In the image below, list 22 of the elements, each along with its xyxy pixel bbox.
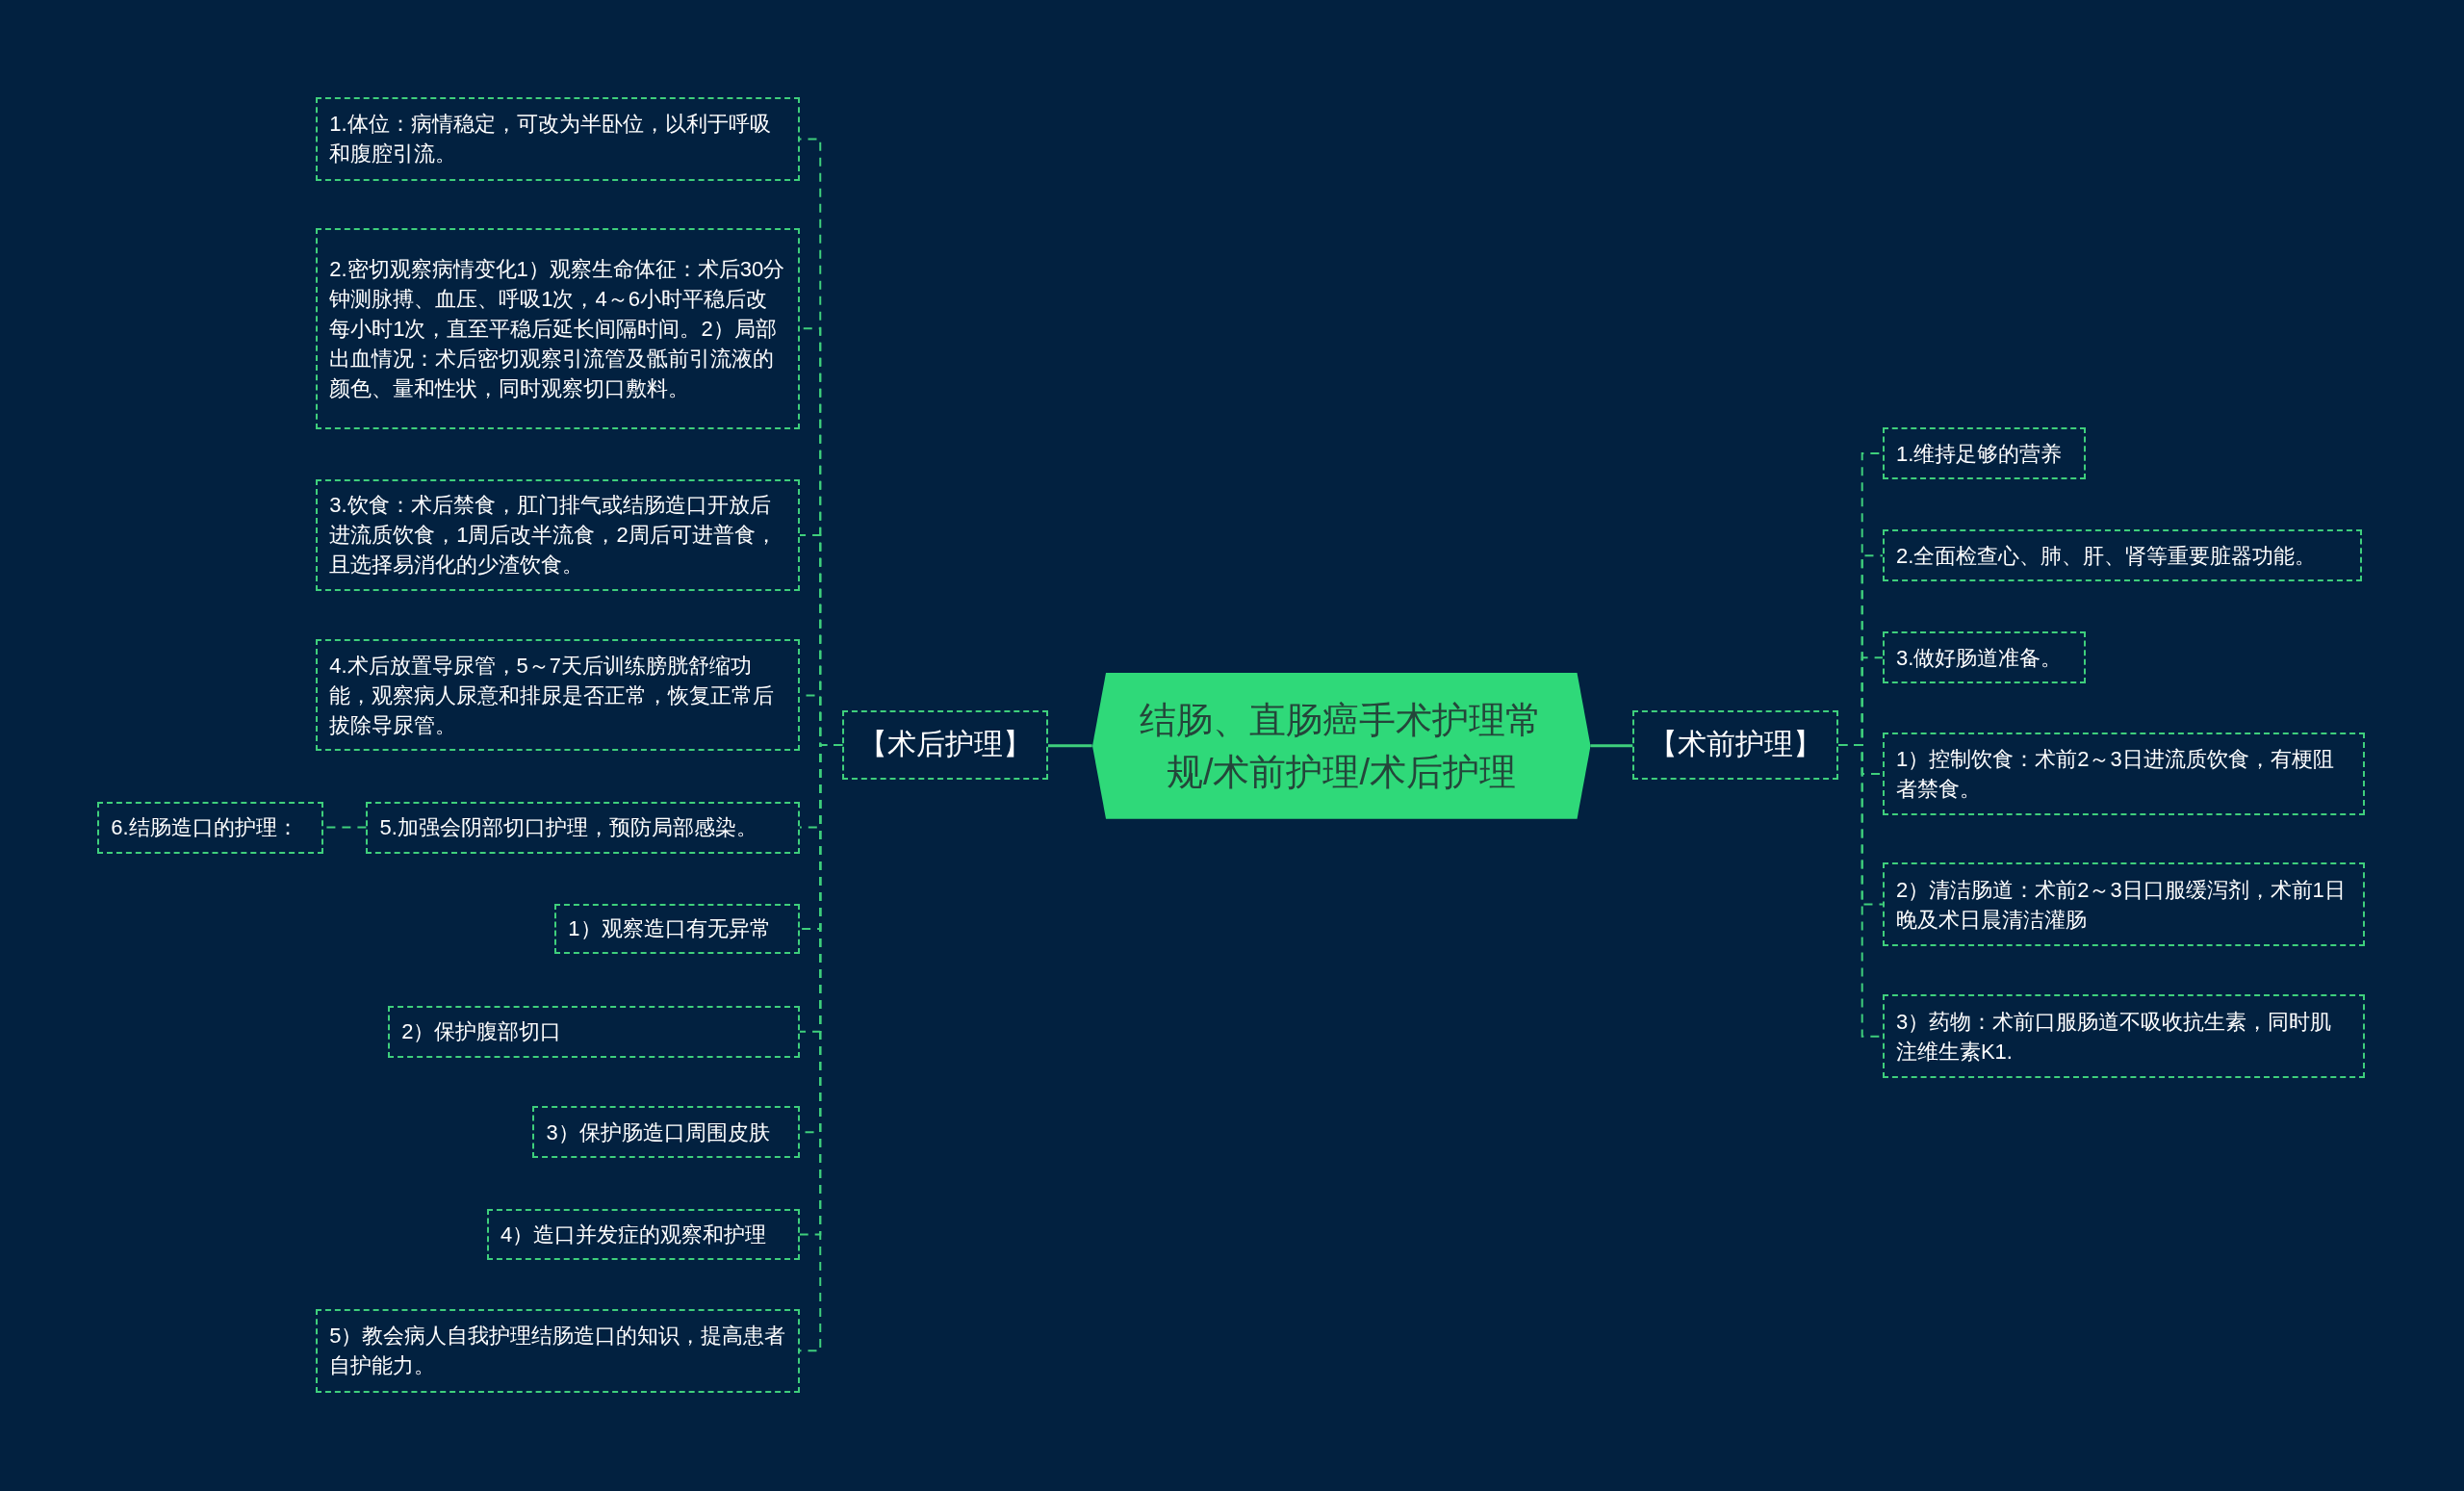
topic-box: 2）清洁肠道：术前2～3日口服缓泻剂，术前1日晚及术日晨清洁灌肠 <box>1882 862 2366 946</box>
topic-box: 3）药物：术前口服肠道不吸收抗生素，同时肌注维生素K1. <box>1882 994 2366 1078</box>
topic-box: 3）保护肠造口周围皮肤 <box>532 1106 800 1159</box>
topic-box: 1.维持足够的营养 <box>1882 427 2086 479</box>
topic-box: 5.加强会阴部切口护理，预防局部感染。 <box>366 801 800 854</box>
topic-box: 1.体位：病情稳定，可改为半卧位，以利于呼吸和腹腔引流。 <box>316 97 800 181</box>
topic-box: 2）保护腹部切口 <box>388 1005 800 1058</box>
topic-box: 2.密切观察病情变化1）观察生命体征：术后30分钟测脉搏、血压、呼吸1次，4～6小时平稳后改每小时1次，直至平稳后延长间隔时间。2）局部出血情况：术后密切观察引流管及骶前引流液的颜色、量和性状，同时观察切口敷料。 <box>316 227 800 429</box>
topic-box: 3.饮食：术后禁食，肛门排气或结肠造口开放后进流质饮食，1周后改半流食，2周后可进普食，且选择易消化的少渣饮食。 <box>316 478 800 591</box>
topic-box: 5）教会病人自我护理结肠造口的知识，提高患者自护能力。 <box>316 1309 800 1393</box>
connector-line <box>1590 744 1633 748</box>
connector-line <box>799 743 844 1352</box>
connector-line <box>1048 744 1092 748</box>
topic-box: 3.做好肠道准备。 <box>1882 631 2086 684</box>
topic-box: 1）观察造口有无异常 <box>554 903 800 954</box>
topic-box: 4）造口并发症的观察和护理 <box>487 1208 800 1261</box>
topic-box: 2.全面检查心、肺、肝、肾等重要脏器功能。 <box>1882 529 2362 582</box>
topic-box: 6.结肠造口的护理： <box>97 801 324 854</box>
branch-box: 【术后护理】 <box>842 709 1048 780</box>
topic-box: 1）控制饮食：术前2～3日进流质饮食，有梗阻者禁食。 <box>1882 732 2366 816</box>
branch-box: 【术前护理】 <box>1632 709 1839 780</box>
topic-box: 4.术后放置导尿管，5～7天后训练膀胱舒缩功能，观察病人尿意和排尿是否正常，恢复正常后拔除导尿管。 <box>316 639 800 752</box>
